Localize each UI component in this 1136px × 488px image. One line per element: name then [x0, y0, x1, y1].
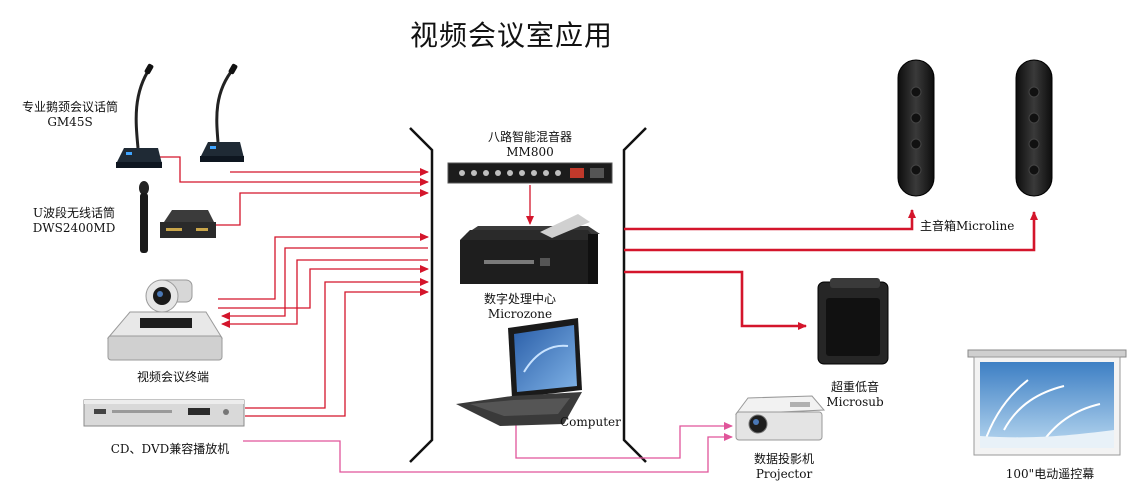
- subwoofer-icon: [817, 278, 889, 365]
- wireless-receiver-icon: [160, 210, 216, 238]
- processor-name: 数字处理中心: [483, 292, 556, 306]
- subwoofer-model: Microsub: [826, 395, 884, 409]
- projector-label: 数据投影机 Projector: [724, 452, 844, 482]
- laptop-computer-icon: [456, 318, 582, 426]
- main-speaker-icon: [1015, 59, 1053, 197]
- wireless-mic-name: U波段无线话筒: [32, 206, 116, 220]
- diagram-title: 视频会议室应用: [410, 19, 614, 52]
- right-bracket: [622, 127, 647, 463]
- video-terminal-label: 视频会议终端: [136, 370, 209, 384]
- gooseneck-mic-model: GM45S: [47, 115, 93, 129]
- projector-name: 数据投影机: [753, 452, 814, 466]
- main-speaker-icon: [897, 59, 935, 197]
- mixer-model: MM800: [506, 145, 554, 159]
- projection-screen-icon: [967, 349, 1127, 456]
- wireless-mic-label: U波段无线话筒 DWS2400MD: [14, 206, 134, 236]
- processor-label: 数字处理中心 Microzone: [460, 292, 580, 322]
- dvd-player-icon: [83, 399, 245, 427]
- computer-label: Computer: [560, 415, 621, 429]
- subwoofer-label: 超重低音 Microsub: [800, 380, 910, 410]
- main-speaker-label: 主音箱Microline: [920, 219, 1015, 233]
- projector-model: Projector: [755, 467, 813, 481]
- audio-input-lines: [158, 156, 534, 417]
- dvd-player-label: CD、DVD兼容播放机: [110, 442, 230, 456]
- processor-model: Microzone: [487, 307, 553, 321]
- gooseneck-mic-icon: [200, 63, 244, 162]
- mixer-mm800-icon: [447, 162, 613, 184]
- screen-label: 100"电动遥控幕: [1005, 467, 1095, 481]
- left-bracket: [409, 127, 434, 463]
- gooseneck-mic-label: 专业鹅颈会议话筒 GM45S: [0, 100, 140, 130]
- video-lines: [243, 422, 733, 473]
- projector-icon: [734, 395, 826, 441]
- mixer-label: 八路智能混音器 MM800: [460, 130, 600, 160]
- wireless-mic-icon: [139, 181, 149, 253]
- audio-output-lines: [624, 209, 1038, 330]
- processor-microzone-icon: [460, 214, 600, 284]
- gooseneck-mic-icon: [116, 63, 162, 168]
- mixer-name: 八路智能混音器: [487, 130, 572, 144]
- wireless-mic-model: DWS2400MD: [32, 221, 116, 235]
- gooseneck-mic-name: 专业鹅颈会议话筒: [21, 100, 118, 114]
- subwoofer-name: 超重低音: [830, 380, 879, 394]
- video-conference-terminal-icon: [106, 279, 223, 361]
